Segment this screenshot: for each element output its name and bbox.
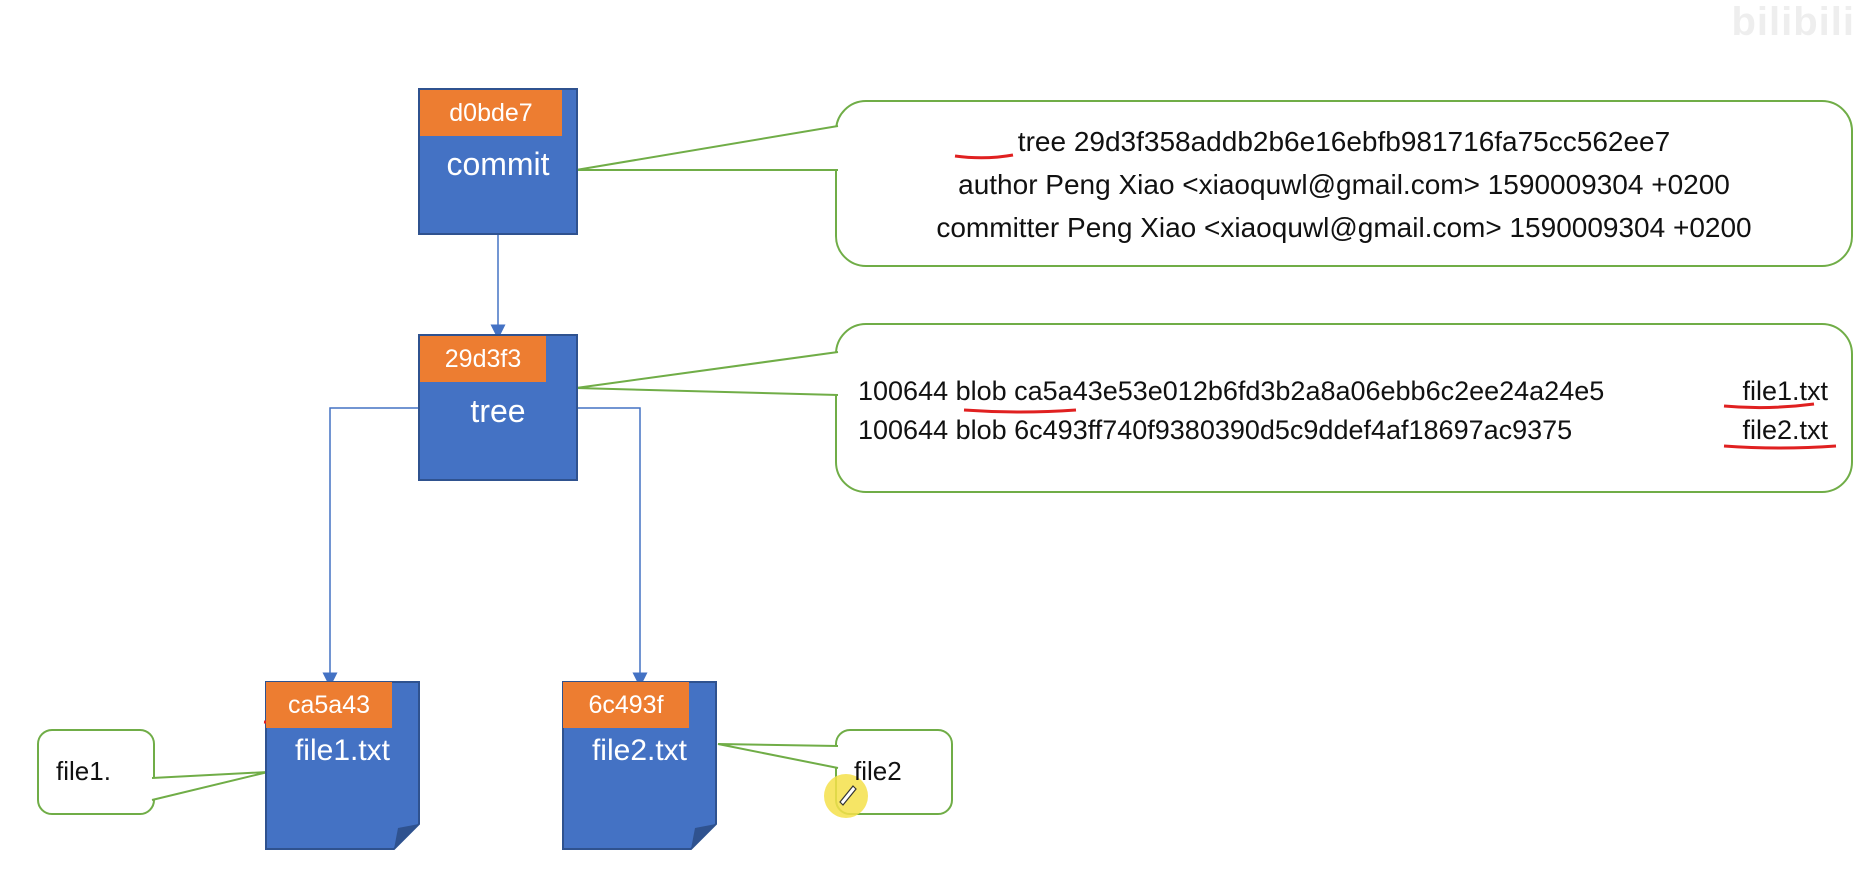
underline-file2-annotation [1723, 444, 1837, 450]
commit-node: d0bde7 commit [418, 88, 578, 235]
blob1-callout-box [37, 729, 155, 815]
blob2-filename-label: file2.txt [591, 734, 688, 767]
underline-file1-annotation [1723, 402, 1815, 410]
pen-cursor-icon [839, 785, 857, 806]
tree-entry-2: 100644 blob 6c493ff740f9380390d5c9ddef4a… [858, 415, 1573, 445]
tree-type-label: tree [470, 393, 526, 429]
blob1-callout-pointer [151, 771, 269, 801]
tree-to-blob2-arrow [576, 407, 648, 688]
blob2-node: 6c493f file2.txt [563, 682, 716, 849]
blob1-node: ca5a43 file1.txt [266, 682, 419, 849]
blob2-callout-text: file2 [854, 756, 902, 786]
commit-type-label: commit [446, 146, 550, 182]
underline-tree-annotation [954, 153, 1014, 160]
tree-node: 29d3f3 tree [418, 334, 578, 481]
commit-committer-line: committer Peng Xiao <xiaoquwl@gmail.com>… [936, 212, 1752, 243]
tree-entry-row: 100644 blob ca5a43e53e012b6fd3b2a8a06ebb… [858, 372, 1828, 411]
blob1-filename-label: file1.txt [294, 734, 391, 767]
tree-callout-pointer [575, 351, 839, 396]
blob2-hash-label: 6c493f [563, 682, 689, 728]
tree-entry-2-name: file2.txt [1742, 415, 1828, 445]
tree-to-blob1-arrow [322, 407, 420, 688]
tree-hash-label: 29d3f3 [420, 336, 546, 382]
tree-callout-box [835, 323, 1853, 493]
tree-entry-1: 100644 blob ca5a43e53e012b6fd3b2a8a06ebb… [858, 376, 1605, 406]
blob1-hash-label: ca5a43 [266, 682, 392, 728]
bilibili-watermark: bilibili [1731, 0, 1855, 44]
blob1-callout-text: file1. [56, 756, 111, 786]
blob2-callout-pointer [717, 743, 839, 769]
blob1-folded-corner [394, 824, 419, 849]
blob2-folded-corner [691, 824, 716, 849]
tree-callout-text: 100644 blob ca5a43e53e012b6fd3b2a8a06ebb… [858, 372, 1828, 450]
commit-author-line: author Peng Xiao <xiaoquwl@gmail.com> 15… [958, 169, 1730, 200]
underline-blob-annotation [963, 408, 1077, 414]
commit-callout-pointer [575, 125, 839, 171]
tree-entry-row: 100644 blob 6c493ff740f9380390d5c9ddef4a… [858, 411, 1828, 450]
commit-callout-box [835, 100, 1853, 267]
commit-callout-text: tree 29d3f358addb2b6e16ebfb981716fa75cc5… [836, 120, 1852, 249]
commit-hash-label: d0bde7 [420, 90, 562, 136]
commit-tree-line: tree 29d3f358addb2b6e16ebfb981716fa75cc5… [1017, 126, 1671, 157]
tree-entry-1-name: file1.txt [1742, 376, 1828, 406]
